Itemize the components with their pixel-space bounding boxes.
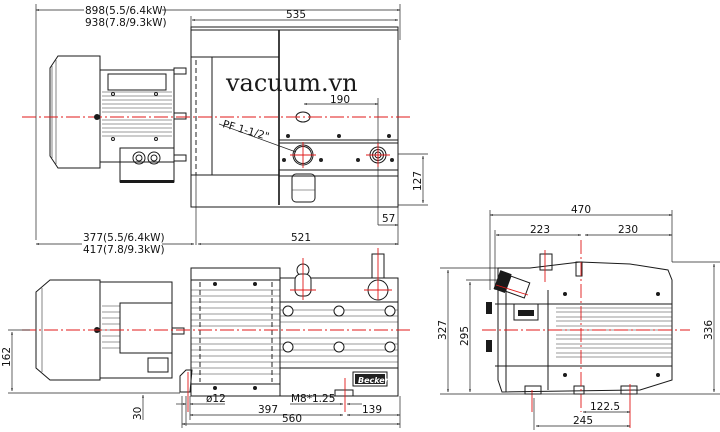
dim-521: 521 <box>291 232 311 244</box>
end-view: 470 223 230 <box>437 204 720 430</box>
dim-560: 560 <box>282 413 302 425</box>
dim-397: 397 <box>258 404 278 416</box>
side-view: Becker 162 30 ø12 M8*1.25 397 139 <box>1 248 412 428</box>
motor-plate <box>119 302 173 354</box>
dim-foot-hole: ø12 <box>206 393 226 405</box>
dim-127: 127 <box>412 171 424 191</box>
exhaust-pipe-end <box>539 253 553 271</box>
terminal-box <box>119 147 175 183</box>
dim-57: 57 <box>382 213 395 225</box>
foot-front <box>179 369 193 393</box>
dim-417: 417(7.8/9.3kW) <box>83 244 165 256</box>
pump-body-side <box>190 267 281 397</box>
side-knob <box>486 340 492 352</box>
dim-190: 190 <box>330 94 350 106</box>
motor-fan-cover-side <box>35 279 101 381</box>
dim-535: 535 <box>286 9 306 21</box>
port-leader <box>218 123 297 153</box>
motor-fan-cover <box>49 55 101 169</box>
dim-336: 336 <box>703 320 715 340</box>
drain-plug <box>291 173 316 203</box>
dim-30: 30 <box>132 407 144 420</box>
cable-gland <box>147 151 161 165</box>
dim-938: 938(7.8/9.3kW) <box>85 17 167 29</box>
port-label: PF 1-1/2" <box>221 118 270 143</box>
dim-470: 470 <box>571 204 591 216</box>
oil-filler <box>493 270 531 299</box>
dim-245: 245 <box>573 415 593 427</box>
top-view: 898(5.5/6.4kW) 938(7.8/9.3kW) 535 <box>22 4 428 258</box>
dim-223: 223 <box>530 224 550 236</box>
dim-mount-thread: M8*1.25 <box>291 393 335 405</box>
side-knob <box>486 302 492 314</box>
foot-rear <box>334 389 354 397</box>
dim-139: 139 <box>362 404 382 416</box>
dim-162: 162 <box>1 347 13 367</box>
foot-end <box>524 385 542 395</box>
dim-122-5: 122.5 <box>590 401 620 413</box>
dim-377: 377(5.5/6.4kW) <box>83 232 165 244</box>
dim-898: 898(5.5/6.4kW) <box>85 5 167 17</box>
dim-230: 230 <box>618 224 638 236</box>
cable-gland <box>132 151 146 165</box>
brand-label: Becker <box>358 376 390 385</box>
nameplate <box>513 303 539 321</box>
watermark: vacuum.vn <box>225 69 358 97</box>
dim-295: 295 <box>459 326 471 346</box>
pump-body-end <box>497 261 673 393</box>
dim-327: 327 <box>437 320 449 340</box>
